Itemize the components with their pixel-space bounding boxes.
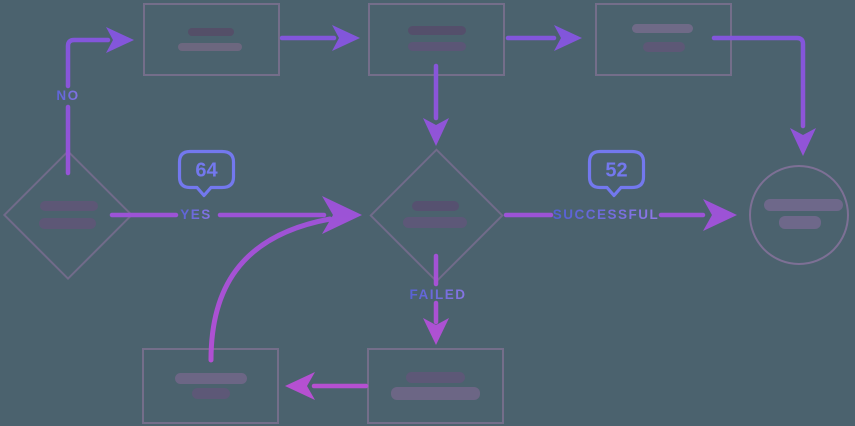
- edge-label-no: NO: [48, 88, 88, 103]
- edge-label-yes: YES: [172, 207, 220, 222]
- skeleton-text-line: [779, 216, 821, 229]
- skeleton-text-line: [408, 42, 466, 51]
- yes-count-badge: 64: [177, 149, 236, 198]
- decision-diamond-left: [2, 149, 134, 281]
- skeleton-text-line: [406, 372, 465, 383]
- result-box-bottom-right: [367, 348, 504, 424]
- skeleton-text-line: [39, 218, 96, 229]
- skeleton-text-line: [643, 42, 685, 52]
- skeleton-text-line: [408, 26, 466, 35]
- result-box-bottom-left: [142, 348, 279, 424]
- process-box-top-middle: [368, 3, 505, 76]
- badge-outline: [587, 149, 646, 198]
- process-box-top-right: [595, 3, 732, 76]
- badge-outline: [177, 149, 236, 198]
- arrow-bottom-right-to-left: [285, 372, 369, 400]
- arrow-top-1-to-2: [279, 25, 360, 51]
- skeleton-text-line: [192, 388, 230, 399]
- skeleton-text-line: [391, 387, 480, 400]
- skeleton-text-line: [178, 43, 242, 51]
- decision-diamond-center: [369, 148, 504, 283]
- arrow-yes: [109, 196, 362, 234]
- skeleton-text-line: [632, 24, 693, 33]
- skeleton-text-line: [175, 373, 247, 384]
- skeleton-text-line: [40, 201, 98, 211]
- end-state-circle: [749, 165, 849, 265]
- arrow-top-2-to-3: [505, 25, 582, 51]
- skeleton-text-line: [188, 28, 234, 36]
- successful-count-value: 52: [605, 160, 627, 182]
- yes-count-value: 64: [195, 160, 218, 182]
- arrow-retry-curve: [208, 216, 333, 363]
- edge-label-failed: FAILED: [398, 287, 478, 302]
- skeleton-text-line: [403, 217, 467, 228]
- edge-label-successful: SUCCESSFUL: [548, 207, 664, 222]
- successful-count-badge: 52: [587, 149, 646, 198]
- process-box-top-left: [143, 3, 280, 76]
- skeleton-text-line: [412, 201, 459, 211]
- skeleton-text-line: [764, 199, 843, 211]
- arrow-box-to-decision: [423, 63, 449, 146]
